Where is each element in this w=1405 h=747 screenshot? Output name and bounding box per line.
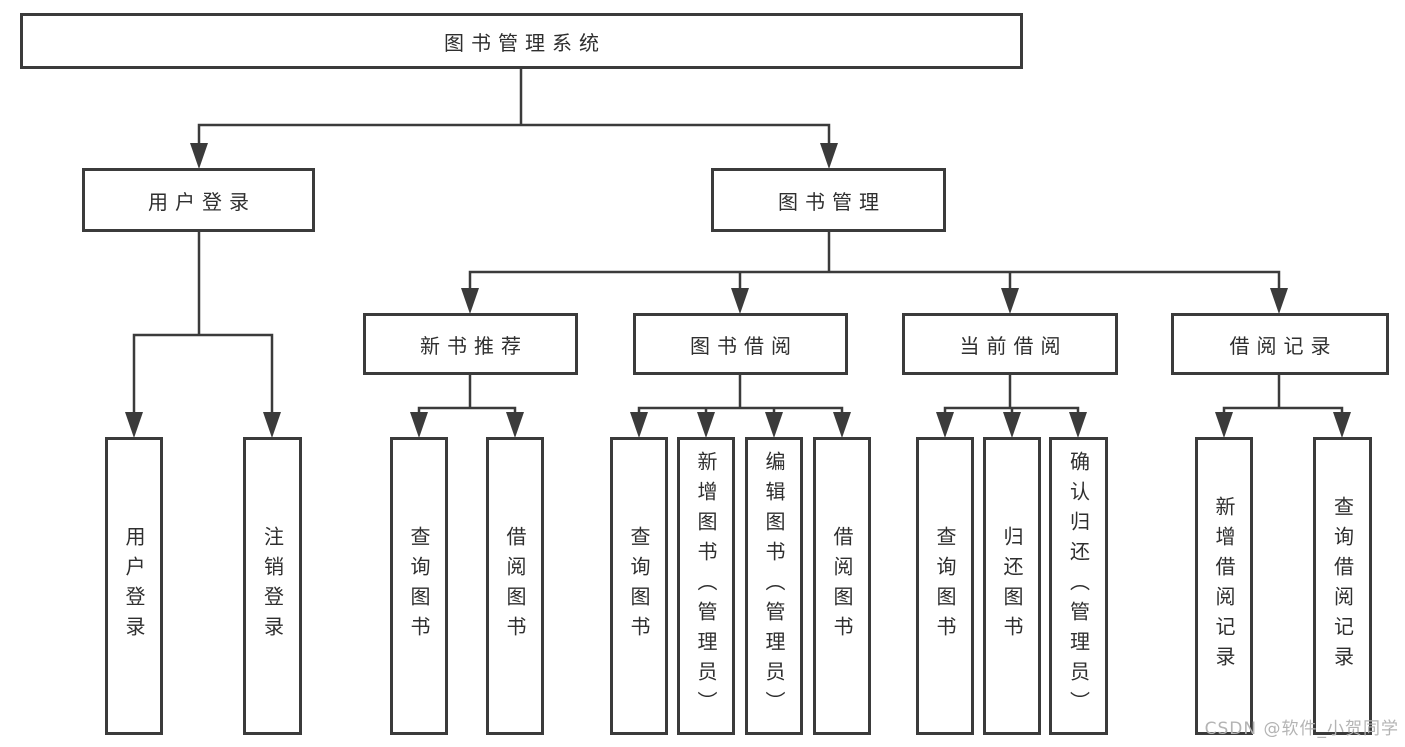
node-user-login: 用户登录 (82, 168, 315, 232)
node-borrow-records: 借阅记录 (1171, 313, 1389, 375)
leaf-current-return: 归还图书 (983, 437, 1041, 735)
node-label: 借阅图书 (503, 526, 527, 646)
node-label: 注销登录 (260, 526, 285, 646)
node-label: 归还图书 (1000, 526, 1024, 646)
leaf-borrow-borrow: 借阅图书 (813, 437, 871, 735)
node-book-borrow: 图书借阅 (633, 313, 848, 375)
leaf-current-query: 查询图书 (916, 437, 974, 735)
node-label: 查询图书 (627, 526, 651, 646)
node-label: 图书管理系统 (444, 30, 606, 55)
node-label: 新书推荐 (420, 333, 528, 358)
node-label: 确认归还（管理员） (1066, 451, 1091, 721)
node-label: 查询借阅记录 (1330, 496, 1355, 676)
node-label: 查询图书 (933, 526, 957, 646)
node-label: 新增图书（管理员） (694, 451, 718, 721)
node-label: 用户登录 (122, 526, 146, 646)
node-label: 新增借阅记录 (1212, 496, 1236, 676)
node-label: 借阅图书 (830, 526, 854, 646)
leaf-user-login: 用户登录 (105, 437, 163, 735)
leaf-records-add: 新增借阅记录 (1195, 437, 1253, 735)
leaf-newbook-borrow: 借阅图书 (486, 437, 544, 735)
leaf-borrow-add-admin: 新增图书（管理员） (677, 437, 735, 735)
leaf-borrow-query: 查询图书 (610, 437, 668, 735)
leaf-logout: 注销登录 (243, 437, 302, 735)
watermark-text: CSDN @软件_小贺同学 (1204, 719, 1399, 739)
node-book-management: 图书管理 (711, 168, 946, 232)
leaf-records-query: 查询借阅记录 (1313, 437, 1372, 735)
leaf-borrow-edit-admin: 编辑图书（管理员） (745, 437, 803, 735)
node-label: 借阅记录 (1229, 333, 1338, 358)
leaf-current-confirm-admin: 确认归还（管理员） (1049, 437, 1108, 735)
node-label: 用户登录 (148, 189, 256, 214)
node-current-borrow: 当前借阅 (902, 313, 1118, 375)
node-label: 图书借阅 (690, 333, 798, 358)
node-label: 查询图书 (407, 526, 431, 646)
node-label: 编辑图书（管理员） (762, 451, 786, 721)
node-root: 图书管理系统 (20, 13, 1023, 69)
node-label: 当前借阅 (959, 333, 1068, 358)
leaf-newbook-query: 查询图书 (390, 437, 448, 735)
node-label: 图书管理 (778, 189, 886, 214)
node-new-book-recommend: 新书推荐 (363, 313, 578, 375)
